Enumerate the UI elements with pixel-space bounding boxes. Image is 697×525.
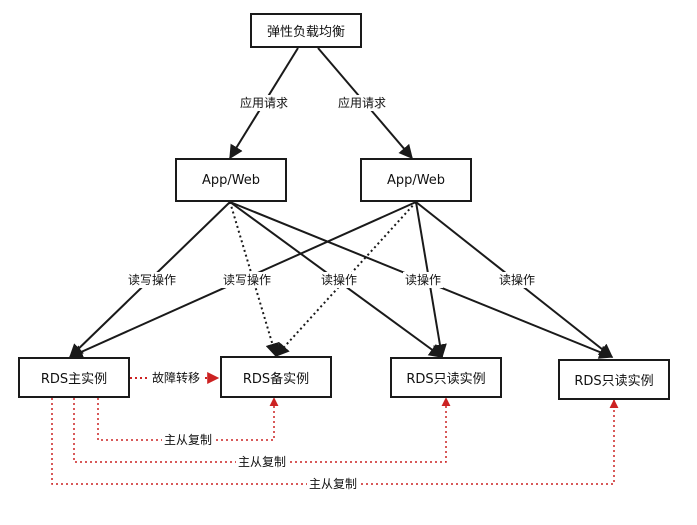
- label-read-2: 读操作: [402, 272, 444, 288]
- label-read-write-left: 读写操作: [125, 272, 179, 288]
- edge-replication-ro2: [51, 398, 619, 485]
- label-read-3: 读操作: [496, 272, 538, 288]
- node-rds-master: RDS主实例: [18, 357, 130, 398]
- label-replication-1: 主从复制: [161, 432, 215, 448]
- node-elastic-load-balancer: 弹性负载均衡: [250, 13, 362, 48]
- label-app-request-right: 应用请求: [335, 95, 389, 111]
- label-replication-3: 主从复制: [306, 476, 360, 492]
- label-read-write-right: 读写操作: [220, 272, 274, 288]
- label-replication-2: 主从复制: [235, 454, 289, 470]
- node-app-web-right: App/Web: [360, 158, 472, 202]
- node-rds-standby: RDS备实例: [220, 356, 332, 398]
- node-app-web-left: App/Web: [175, 158, 287, 202]
- label-read-1: 读操作: [318, 272, 360, 288]
- node-rds-readonly-1: RDS只读实例: [390, 357, 502, 398]
- label-failover: 故障转移: [149, 370, 203, 386]
- edge-replication-ro1: [73, 397, 451, 463]
- node-rds-readonly-2: RDS只读实例: [558, 359, 670, 400]
- label-app-request-left: 应用请求: [237, 95, 291, 111]
